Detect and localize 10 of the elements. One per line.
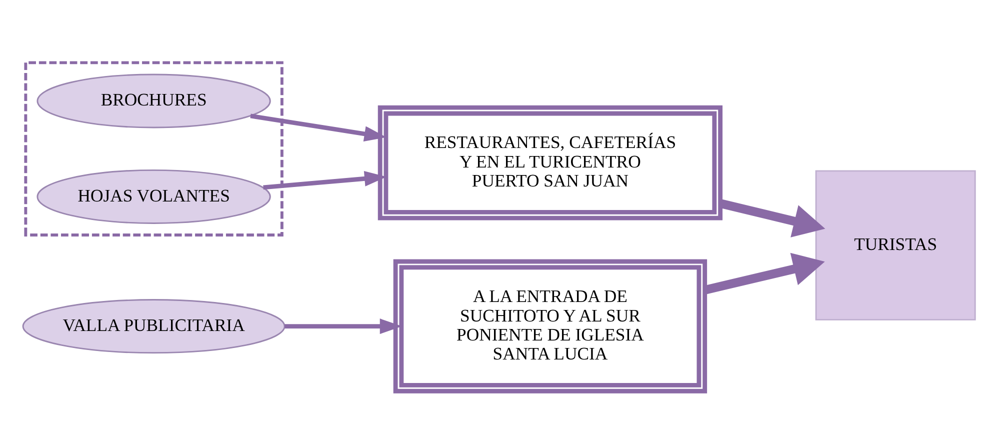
cluster [24,61,284,236]
node-box: RESTAURANTES, CAFETERÍAS Y EN EL TURICENTRO PUERTO SAN JUAN [378,105,723,220]
node-ellipse: BROCHURES [36,74,271,128]
node-box: TURISTAS [815,170,976,320]
arrow [250,114,386,142]
node-ellipse: HOJAS VOLANTES [36,169,271,224]
node-ellipse: VALLA PUBLICITARIA [22,299,286,354]
arrow [284,318,402,334]
arrow [263,170,387,190]
node-box: A LA ENTRADA DE SUCHITOTO Y AL SUR PONIENTE DE IGLESIA SANTA LUCIA [393,259,708,394]
